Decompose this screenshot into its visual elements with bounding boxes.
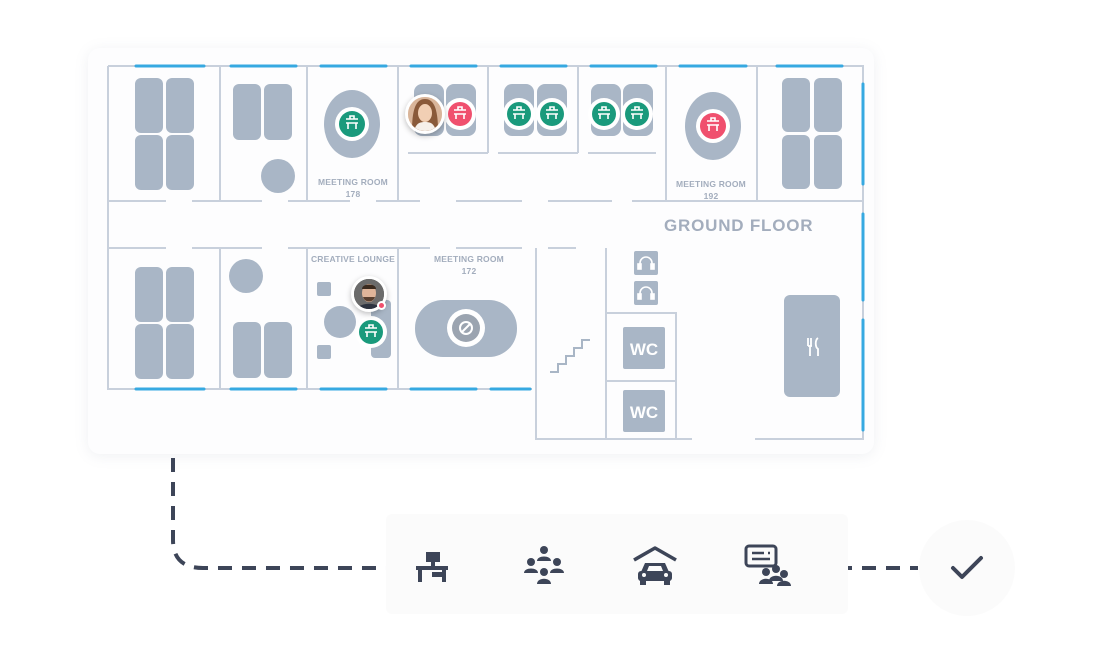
- desk-available-marker[interactable]: [536, 98, 568, 130]
- stairs-icon: [550, 339, 590, 373]
- desk-icon: [416, 552, 448, 582]
- floor-map-card: WC WC ME: [88, 48, 874, 454]
- desk-button[interactable]: [408, 542, 456, 590]
- desk-available-marker[interactable]: [355, 316, 387, 348]
- desk-occupied-marker[interactable]: [444, 98, 476, 130]
- room-name: MEETING ROOM: [318, 177, 388, 187]
- meeting-room-icon: [744, 544, 791, 586]
- room-number: 192: [703, 191, 719, 201]
- user-avatar[interactable]: [405, 94, 445, 134]
- fork-knife-icon: [807, 337, 819, 356]
- floor-title: GROUND FLOOR: [664, 216, 814, 235]
- wc-label: WC: [630, 340, 658, 359]
- room-name: MEETING ROOM: [434, 254, 504, 264]
- parking-garage-icon: [633, 546, 677, 585]
- room-label-meeting-192: MEETING ROOM 192: [676, 178, 746, 202]
- team-button[interactable]: [520, 542, 568, 590]
- room-number: 172: [461, 266, 477, 276]
- room-label-meeting-172: MEETING ROOM 172: [434, 253, 504, 277]
- headset-icon: [637, 256, 655, 270]
- room-name: MEETING ROOM: [676, 179, 746, 189]
- confirm-button[interactable]: [919, 520, 1015, 616]
- windows: [134, 64, 865, 432]
- booking-type-toolbar: [386, 514, 848, 614]
- floor-plan: WC WC: [107, 64, 865, 440]
- team-icon: [524, 546, 564, 584]
- checkmark-icon: [951, 556, 983, 579]
- desk-available-marker[interactable]: [335, 107, 369, 141]
- room-blocked-marker[interactable]: [447, 309, 485, 347]
- seat-markers[interactable]: [335, 98, 730, 348]
- desk-available-marker[interactable]: [621, 98, 653, 130]
- desk-available-marker[interactable]: [588, 98, 620, 130]
- desk-occupied-marker[interactable]: [696, 109, 730, 143]
- avatar-photo: [408, 97, 442, 131]
- status-dot: [377, 301, 386, 310]
- wc-label: WC: [630, 403, 658, 422]
- parking-button[interactable]: [631, 542, 679, 590]
- room-label-meeting-178: MEETING ROOM 178: [318, 176, 388, 200]
- meeting-room-button[interactable]: [744, 542, 792, 590]
- room-number: 178: [345, 189, 361, 199]
- headset-icon: [637, 286, 655, 300]
- room-label-creative-lounge: CREATIVE LOUNGE: [311, 253, 395, 265]
- room-name: CREATIVE LOUNGE: [310, 254, 396, 264]
- desk-available-marker[interactable]: [503, 98, 535, 130]
